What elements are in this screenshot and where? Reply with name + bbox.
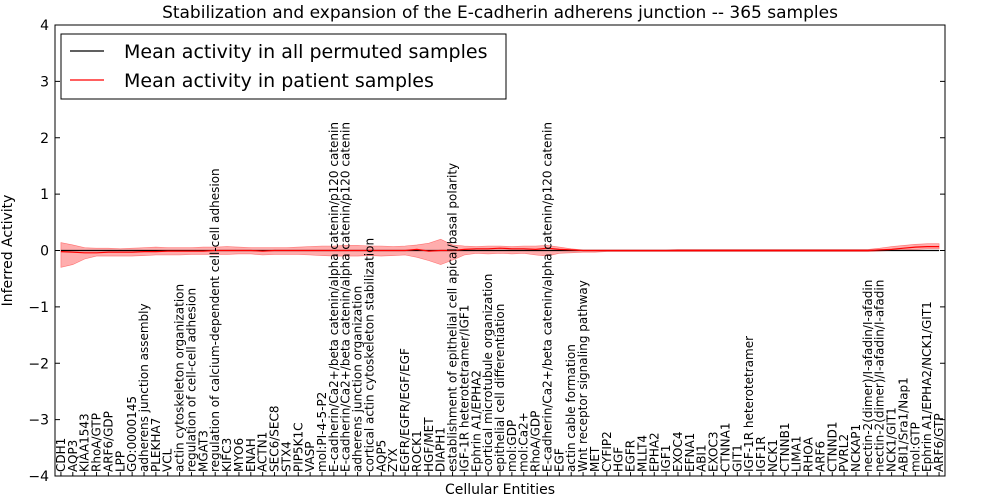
x-tick-label: E-cadherin/Ca2+/beta catenin/alpha caten… — [540, 122, 554, 472]
x-tick-label: PIP5K1C — [291, 422, 305, 472]
legend-box — [60, 33, 507, 100]
x-tick-label: establishment of epithelial cell apical/… — [446, 163, 460, 472]
x-tick-label: GO:0000145 — [125, 396, 139, 472]
y-axis-ticks: −4 −3 −2 −1 0 1 2 3 4 — [28, 18, 945, 485]
plot-layer — [60, 238, 940, 268]
x-tick-label: cortical microtubule organization — [481, 274, 495, 472]
x-tick-label: RhoA/GTP — [90, 413, 104, 472]
x-tick-label: MYO6 — [232, 438, 246, 472]
x-tick-label: CDH1 — [54, 438, 68, 472]
x-tick-label: IGF1R — [754, 436, 768, 472]
x-tick-label: PLEKHA7 — [149, 418, 163, 472]
x-tick-label: EFNA1 — [683, 433, 697, 472]
x-tick-label: actin cytoskeleton organization — [173, 284, 187, 472]
x-tick-label: IGF-1R heterotetramer/IGF1 — [457, 305, 471, 472]
x-tick-label: ARF6/GTP — [932, 413, 946, 472]
x-tick-label: AQP5 — [374, 440, 388, 472]
y-tick-label: −3 — [28, 413, 49, 429]
y-tick-label: 1 — [40, 187, 49, 203]
x-tick-label: ABI1/Sra1/Nap1 — [896, 377, 910, 472]
x-tick-label: mol:PI-4-5-P2 — [315, 392, 329, 472]
x-tick-label: MET — [588, 446, 602, 472]
x-tick-label: EGF — [552, 448, 566, 472]
x-tick-label: ABI1 — [695, 444, 709, 472]
x-tick-label: CTNND1 — [825, 421, 839, 472]
plot-frame — [54, 24, 946, 477]
x-tick-label: E-cadherin/Ca2+/beta catenin/alpha caten… — [339, 122, 353, 472]
x-tick-label: ENAH — [244, 438, 258, 472]
x-tick-label: Ephrin A1/EPHA2 — [469, 370, 483, 472]
x-tick-label: ZYX — [386, 448, 400, 472]
patient-range-band — [60, 238, 940, 268]
x-tick-label: nectin-2(dimer)/I-afadin/I-afadin — [873, 280, 887, 472]
y-tick-label: 4 — [40, 18, 49, 34]
patient-mean-line — [60, 246, 940, 254]
x-tick-label: ACTN1 — [256, 432, 270, 472]
x-tick-label: ARF6/GDP — [101, 411, 115, 472]
x-tick-label: CYFIP2 — [600, 431, 614, 472]
x-tick-label: nectin-2(dimer)/I-afadin/I-afadin — [861, 280, 875, 472]
x-tick-label: NCKAP1 — [849, 424, 863, 472]
x-tick-label: EXOC3 — [707, 432, 721, 473]
x-tick-label: LPP — [113, 451, 127, 472]
x-tick-label: adherens junction organization — [351, 286, 365, 472]
x-tick-label: RhoA/GDP — [529, 411, 543, 472]
x-tick-label: KIFC3 — [220, 438, 234, 472]
x-tick-label: LIMA1 — [790, 436, 804, 472]
x-tick-label: NCK1 — [766, 439, 780, 472]
x-tick-label: RHOA — [802, 436, 816, 472]
x-tick-label: PVRL2 — [837, 434, 851, 472]
x-tick-label: NCK1/GIT1 — [885, 407, 899, 472]
x-axis-label: Cellular Entities — [445, 482, 555, 498]
y-tick-label: 2 — [40, 131, 49, 147]
x-tick-label: HGF/MET — [422, 417, 436, 472]
y-axis-label: Inferred Activity — [0, 195, 16, 307]
y-tick-label: −1 — [28, 300, 49, 316]
x-tick-label: KIAA1543 — [78, 413, 92, 472]
x-tick-label: GIT1 — [730, 444, 744, 472]
x-tick-label: IGF1 — [659, 445, 673, 472]
x-tick-labels: CDH1AQP3KIAA1543RhoA/GTPARF6/GDPLPPGO:00… — [54, 122, 946, 476]
x-tick-label: HGF — [612, 447, 626, 472]
x-tick-label: E-cadherin/Ca2+/beta catenin/alpha caten… — [327, 122, 341, 472]
x-tick-label: AQP3 — [66, 440, 80, 472]
x-tick-label: STX4 — [279, 441, 293, 472]
chart-title: Stabilization and expansion of the E-cad… — [162, 3, 838, 23]
x-tick-label: mol:GDP — [505, 420, 519, 472]
legend-label-permuted: Mean activity in all permuted samples — [124, 41, 487, 63]
x-tick-label: ROCK1 — [410, 430, 424, 472]
y-tick-label: −4 — [28, 469, 49, 485]
x-tick-label: EGFR — [624, 440, 638, 472]
x-tick-label: DIAPH1 — [434, 427, 448, 472]
x-tick-label: regulation of cell-cell adhesion — [184, 288, 198, 472]
legend-label-patient: Mean activity in patient samples — [124, 70, 434, 92]
x-tick-label: epithelial cell differentiation — [493, 304, 507, 472]
x-tick-label: EGFR/EGFR/EGF/EGF — [398, 348, 412, 472]
x-tick-label: EXOC4 — [671, 432, 685, 473]
x-tick-label: actin cable formation — [564, 344, 578, 472]
x-tick-label: cortical actin cytoskeleton stabilizatio… — [362, 238, 376, 472]
x-tick-label: VASP — [303, 441, 317, 472]
x-tick-label: Ephrin A1/EPHA2/NCK1/GIT1 — [920, 301, 934, 472]
x-tick-label: IGF-1R heterotetramer — [742, 336, 756, 472]
x-tick-label: EPHA2 — [647, 432, 661, 472]
x-tick-label: CTNNB1 — [778, 422, 792, 472]
x-tick-label: SEC6/SEC8 — [268, 406, 282, 472]
x-tick-label: Wnt receptor signaling pathway — [576, 280, 590, 472]
x-tick-label: MGAT3 — [196, 430, 210, 472]
x-tick-label: regulation of calcium-dependent cell-cel… — [208, 168, 222, 472]
y-tick-label: 0 — [40, 244, 49, 260]
y-tick-label: −2 — [28, 356, 49, 372]
x-tick-label: mol:Ca2+ — [517, 412, 531, 472]
x-tick-label: mol:GTP — [908, 422, 922, 472]
x-tick-label: VCL — [161, 448, 175, 472]
y-tick-label: 3 — [40, 74, 49, 90]
x-tick-label: MLLT4 — [635, 435, 649, 472]
x-tick-label: ARF6 — [813, 441, 827, 472]
x-tick-label: adherens junction assembly — [137, 303, 151, 472]
x-tick-label: CTNNA1 — [718, 422, 732, 472]
legend: Mean activity in all permuted samples Me… — [60, 33, 507, 100]
